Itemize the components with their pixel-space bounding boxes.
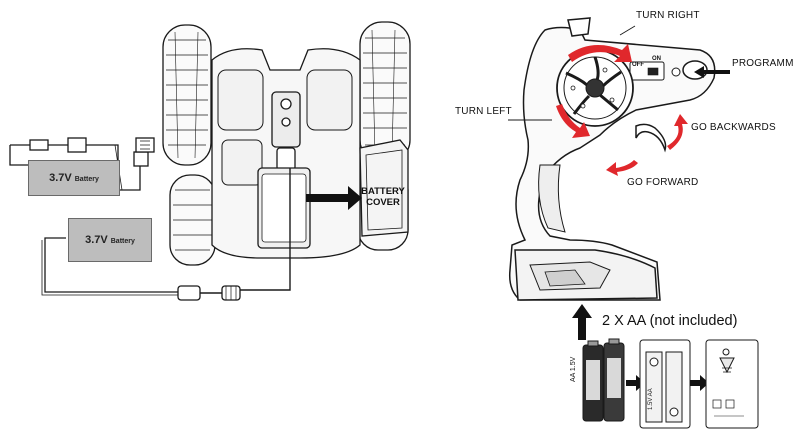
tire-rear-left (169, 174, 216, 266)
go-backwards-arrow (667, 114, 688, 150)
red-direction-arrows (556, 44, 688, 176)
turn-left-label: TURN LEFT (455, 106, 512, 117)
step-arrow-2 (690, 375, 709, 391)
battery-cover-label: BATTERY COVER (360, 186, 406, 208)
battery-up-arrow (572, 304, 592, 340)
go-backwards-label: GO BACKWARDS (691, 122, 776, 133)
battery-cover-arrow (306, 186, 362, 210)
battery-pack-top: 3.7V Battery (28, 160, 120, 196)
battery-lead-cable (41, 237, 241, 301)
battery-cover-piece (359, 139, 409, 237)
open-battery-compartment (639, 339, 691, 429)
turn-right-leader (619, 25, 636, 36)
usb-charger-cable (9, 137, 155, 191)
go-forward-arrow (606, 160, 638, 176)
battery-word: Battery (74, 175, 99, 183)
tire-front-right (359, 21, 411, 163)
aa-batteries-label: 2 X AA (not included) (602, 313, 738, 329)
steering-wheel (556, 49, 634, 127)
programming-label: PROGRAMMING (732, 58, 794, 69)
go-forward-label: GO FORWARD (627, 177, 699, 188)
battery-voltage: 3.7V (49, 172, 72, 184)
battery-cover-line2: COVER (366, 197, 400, 208)
battery-cover-line1: BATTERY (361, 186, 405, 197)
battery-word: Battery (110, 237, 135, 245)
closed-battery-cover (705, 339, 759, 429)
battery-pack-bottom: 3.7V Battery (68, 218, 152, 262)
rc-car-underside (162, 21, 411, 291)
tire-front-left (162, 24, 212, 166)
aa-batteries (582, 338, 625, 422)
turn-left-arrow (556, 104, 590, 138)
turn-right-label: TURN RIGHT (636, 10, 700, 21)
turn-right-arrow (568, 44, 632, 62)
programming-arrow (694, 66, 718, 78)
battery-voltage: 3.7V (85, 234, 108, 246)
aa-cell-label: AA 1.5V (570, 356, 577, 382)
switch-on-label: ON (652, 56, 661, 62)
aa-slot-label: 1.5V AA (648, 388, 654, 410)
switch-off-label: OFF (632, 62, 644, 68)
